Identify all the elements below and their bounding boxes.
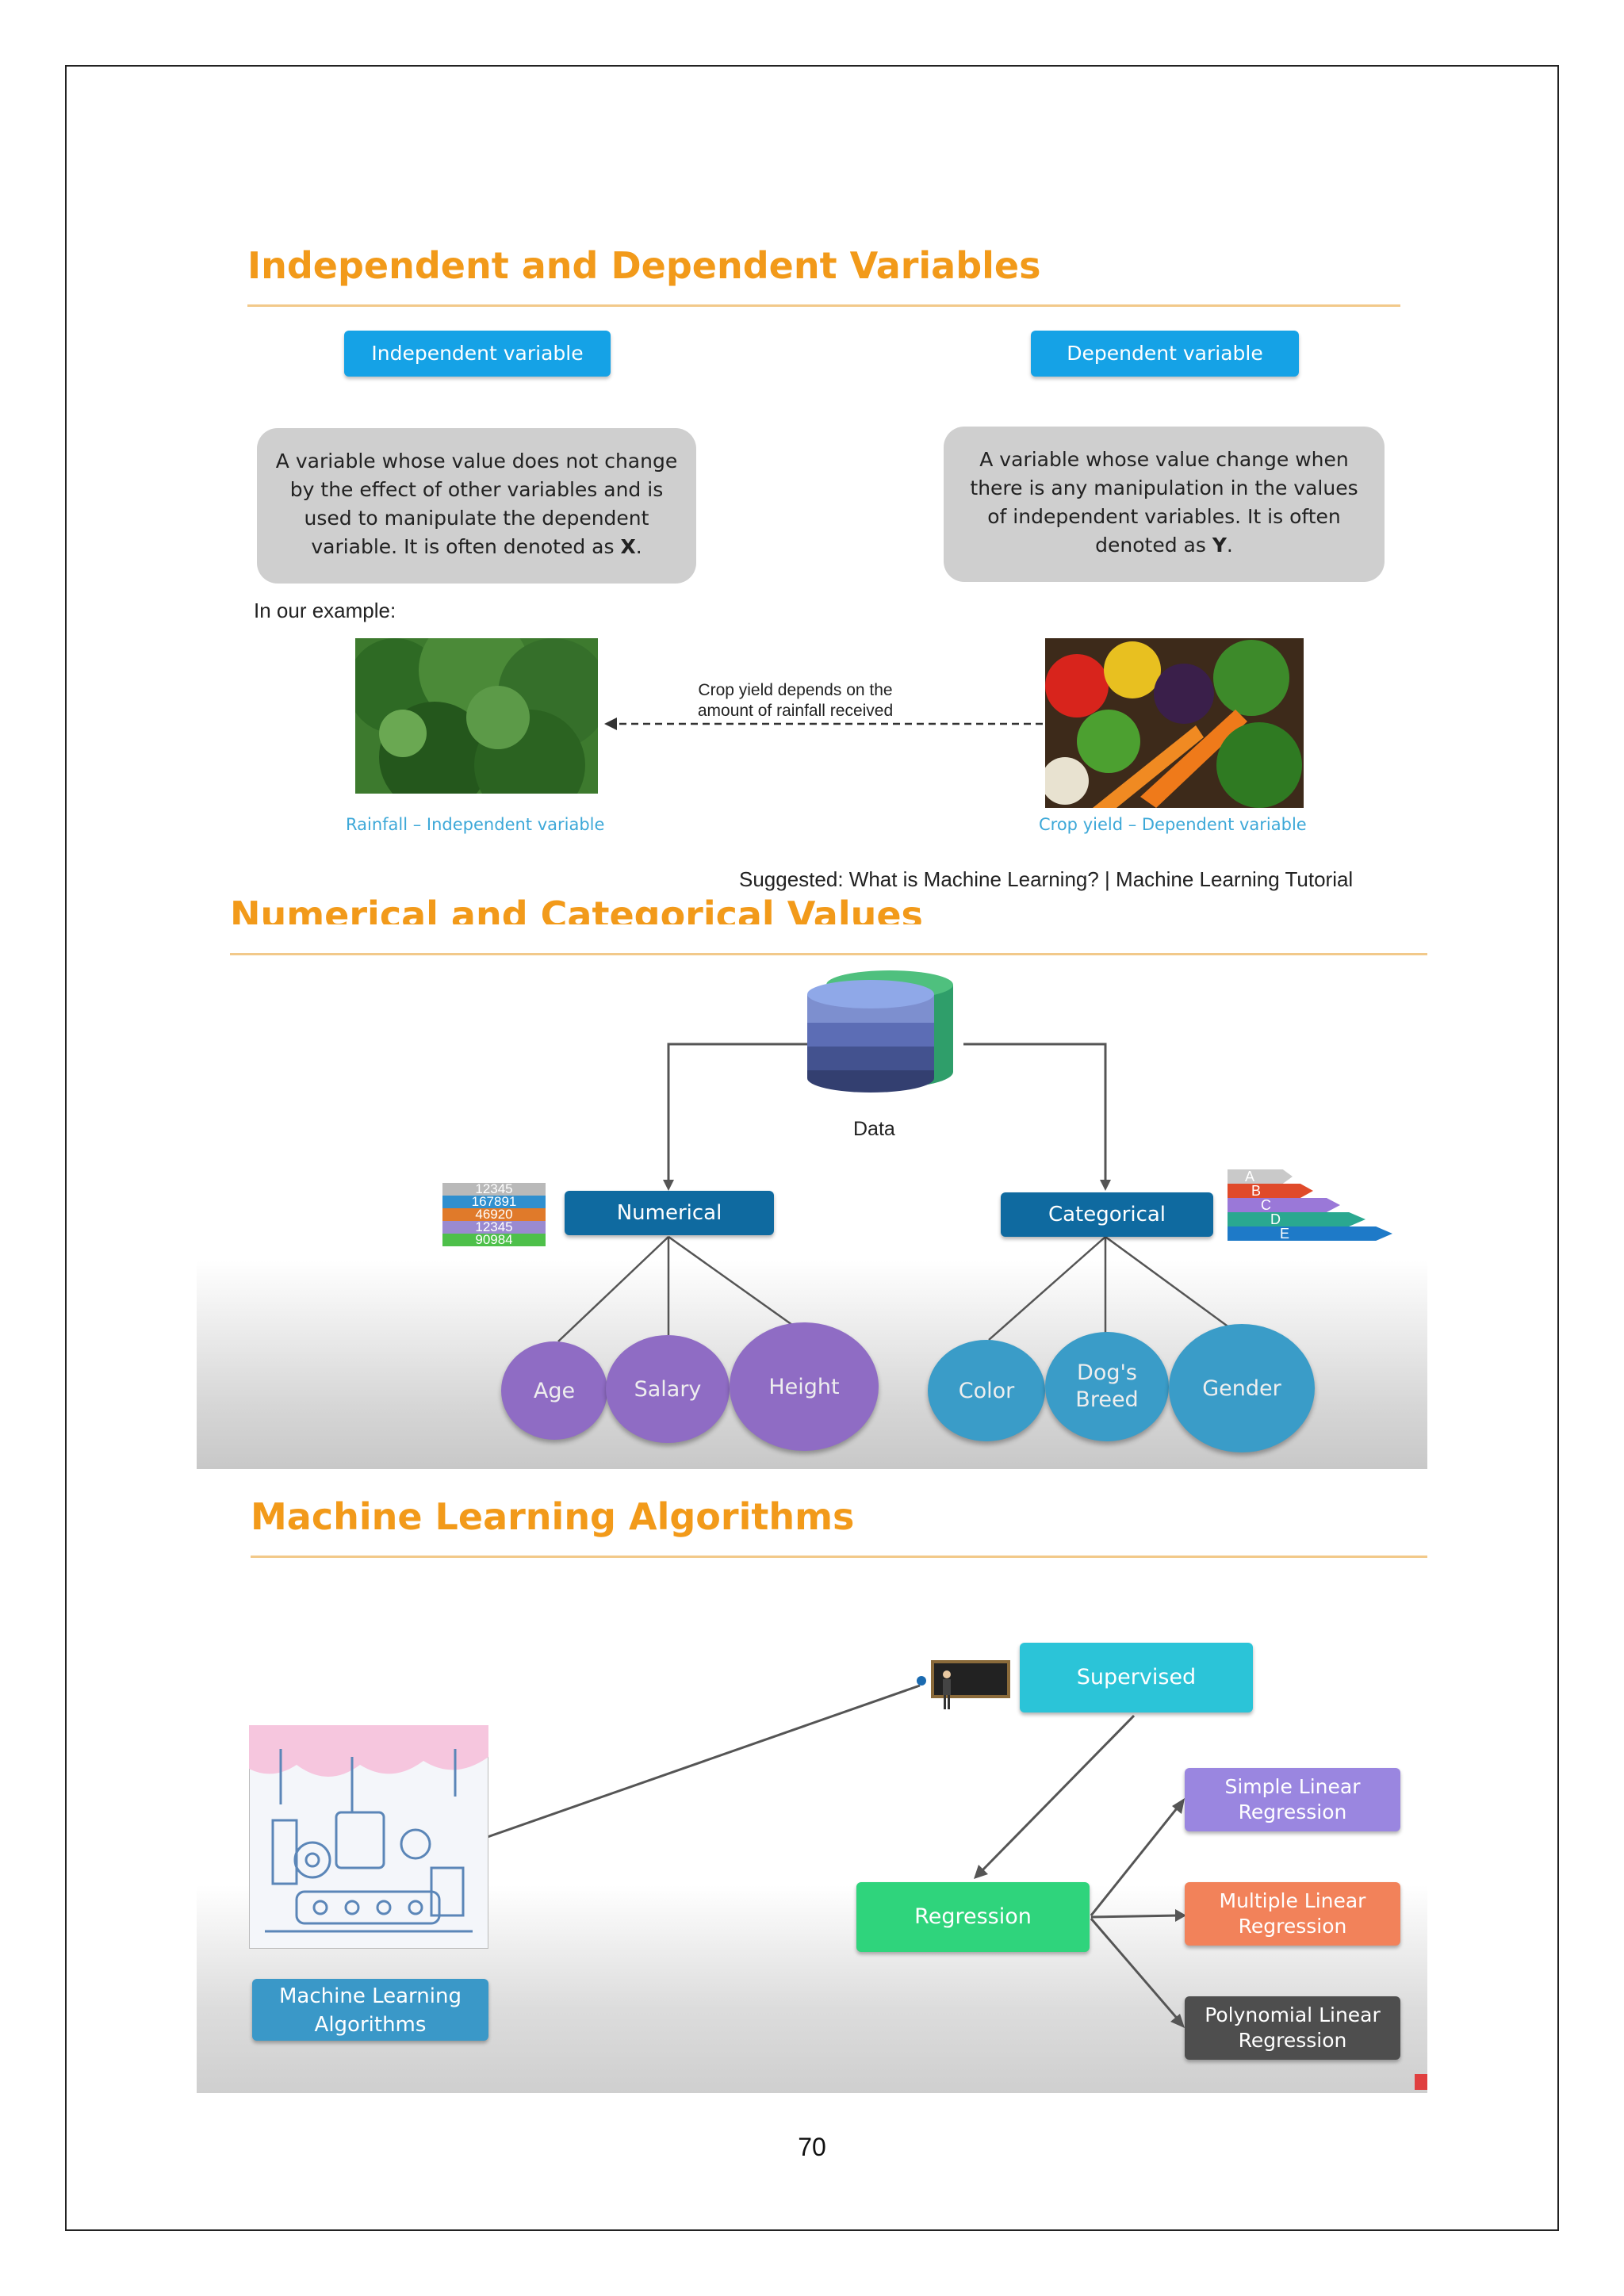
crop-image <box>1045 638 1304 808</box>
letter-row: D <box>1228 1212 1365 1226</box>
dependent-desc-text: A variable whose value change when there… <box>970 448 1358 557</box>
independent-desc-text: A variable whose value does not change b… <box>275 450 678 558</box>
letter-row: C <box>1228 1198 1340 1212</box>
dependent-definition: A variable whose value change when there… <box>944 427 1385 582</box>
section2-rule <box>230 953 1427 955</box>
number-row: 46920 <box>442 1207 546 1221</box>
gender-circle: Gender <box>1169 1324 1315 1452</box>
numerical-node: Numerical <box>565 1191 774 1235</box>
section3-title: Machine Learning Algorithms <box>251 1495 855 1538</box>
section1-title: Independent and Dependent Variables <box>247 244 1041 287</box>
ml-algorithms-node: Machine Learning Algorithms <box>252 1979 488 2041</box>
simple-linear-regression-node: Simple Linear Regression <box>1185 1768 1400 1831</box>
independent-definition: A variable whose value does not change b… <box>257 428 696 584</box>
teacher-icon <box>917 1660 1010 1709</box>
suggested-video-banner[interactable]: Suggested: What is Machine Learning? | M… <box>739 867 1354 891</box>
rainfall-image <box>355 638 598 806</box>
crop-caption: Crop yield – Dependent variable <box>1039 815 1307 834</box>
letters-stack: A B C D E <box>1228 1169 1392 1241</box>
dependent-symbol: Y <box>1212 534 1227 557</box>
age-circle: Age <box>501 1341 607 1440</box>
database-icon <box>807 970 953 1093</box>
color-circle: Color <box>928 1340 1045 1441</box>
independent-symbol: X <box>620 535 636 558</box>
number-row: 12345 <box>442 1182 546 1196</box>
rainfall-caption: Rainfall – Independent variable <box>346 815 605 834</box>
number-row: 90984 <box>442 1233 546 1246</box>
letter-row: A <box>1228 1169 1293 1184</box>
page-border <box>65 65 1559 2231</box>
page-number: 70 <box>798 2133 826 2161</box>
example-label: In our example: <box>254 599 396 622</box>
supervised-node: Supervised <box>1020 1643 1253 1712</box>
letter-row: E <box>1228 1226 1392 1241</box>
number-row: 167891 <box>442 1195 546 1208</box>
categorical-node: Categorical <box>1001 1192 1213 1237</box>
numbers-stack: 12345 167891 46920 12345 90984 <box>442 1182 546 1246</box>
data-label: Data <box>853 1118 895 1140</box>
section3-rule <box>251 1556 1427 1558</box>
ml-machine-illustration <box>249 1725 488 1949</box>
salary-circle: Salary <box>606 1335 730 1443</box>
section1-rule <box>247 304 1400 307</box>
dogs-breed-circle: Dog's Breed <box>1045 1332 1169 1441</box>
number-row: 12345 <box>442 1220 546 1234</box>
dependency-text-line2: amount of rainfall received <box>697 702 894 720</box>
dependency-text-line1: Crop yield depends on the <box>698 681 893 699</box>
polynomial-linear-regression-node: Polynomial Linear Regression <box>1185 1996 1400 2060</box>
dependent-variable-label: Dependent variable <box>1031 331 1299 377</box>
letter-row: B <box>1228 1184 1313 1198</box>
independent-variable-label: Independent variable <box>344 331 611 377</box>
multiple-linear-regression-node: Multiple Linear Regression <box>1185 1882 1400 1946</box>
height-circle: Height <box>730 1322 879 1451</box>
section2-title: Numerical and Categorical Values <box>230 894 923 924</box>
dependency-text: Crop yield depends on the amount of rain… <box>688 680 902 721</box>
regression-node: Regression <box>856 1882 1090 1952</box>
section2-title-clip: Numerical and Categorical Values <box>230 893 1427 924</box>
dependency-arrow <box>604 718 1043 730</box>
video-corner-mark <box>1415 2074 1427 2090</box>
